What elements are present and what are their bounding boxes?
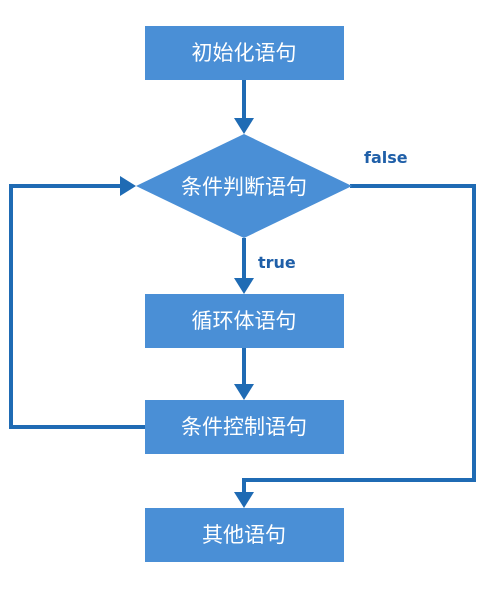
edge-label-false: false: [364, 148, 408, 167]
arrowhead-condition-to-body: [234, 278, 254, 294]
edge-control-loop-back: [9, 184, 145, 429]
edge-label-true: true: [258, 253, 296, 272]
node-body-label: 循环体语句: [192, 309, 297, 333]
node-init-label: 初始化语句: [192, 41, 297, 65]
node-other-label: 其他语句: [202, 523, 286, 547]
node-body-box: [145, 294, 344, 348]
arrowhead-loop-back: [120, 176, 136, 196]
node-condition-label: 条件判断语句: [181, 175, 307, 199]
node-condition-diamond: [136, 134, 352, 238]
arrowhead-body-to-control: [234, 384, 254, 400]
node-init-box: [145, 26, 344, 80]
node-control-box: [145, 400, 344, 454]
arrowhead-condition-to-other: [234, 492, 254, 508]
node-control-label: 条件控制语句: [181, 415, 307, 439]
node-other-box: [145, 508, 344, 562]
edge-condition-to-other-false: [242, 184, 476, 496]
arrowhead-init-to-condition: [234, 118, 254, 134]
